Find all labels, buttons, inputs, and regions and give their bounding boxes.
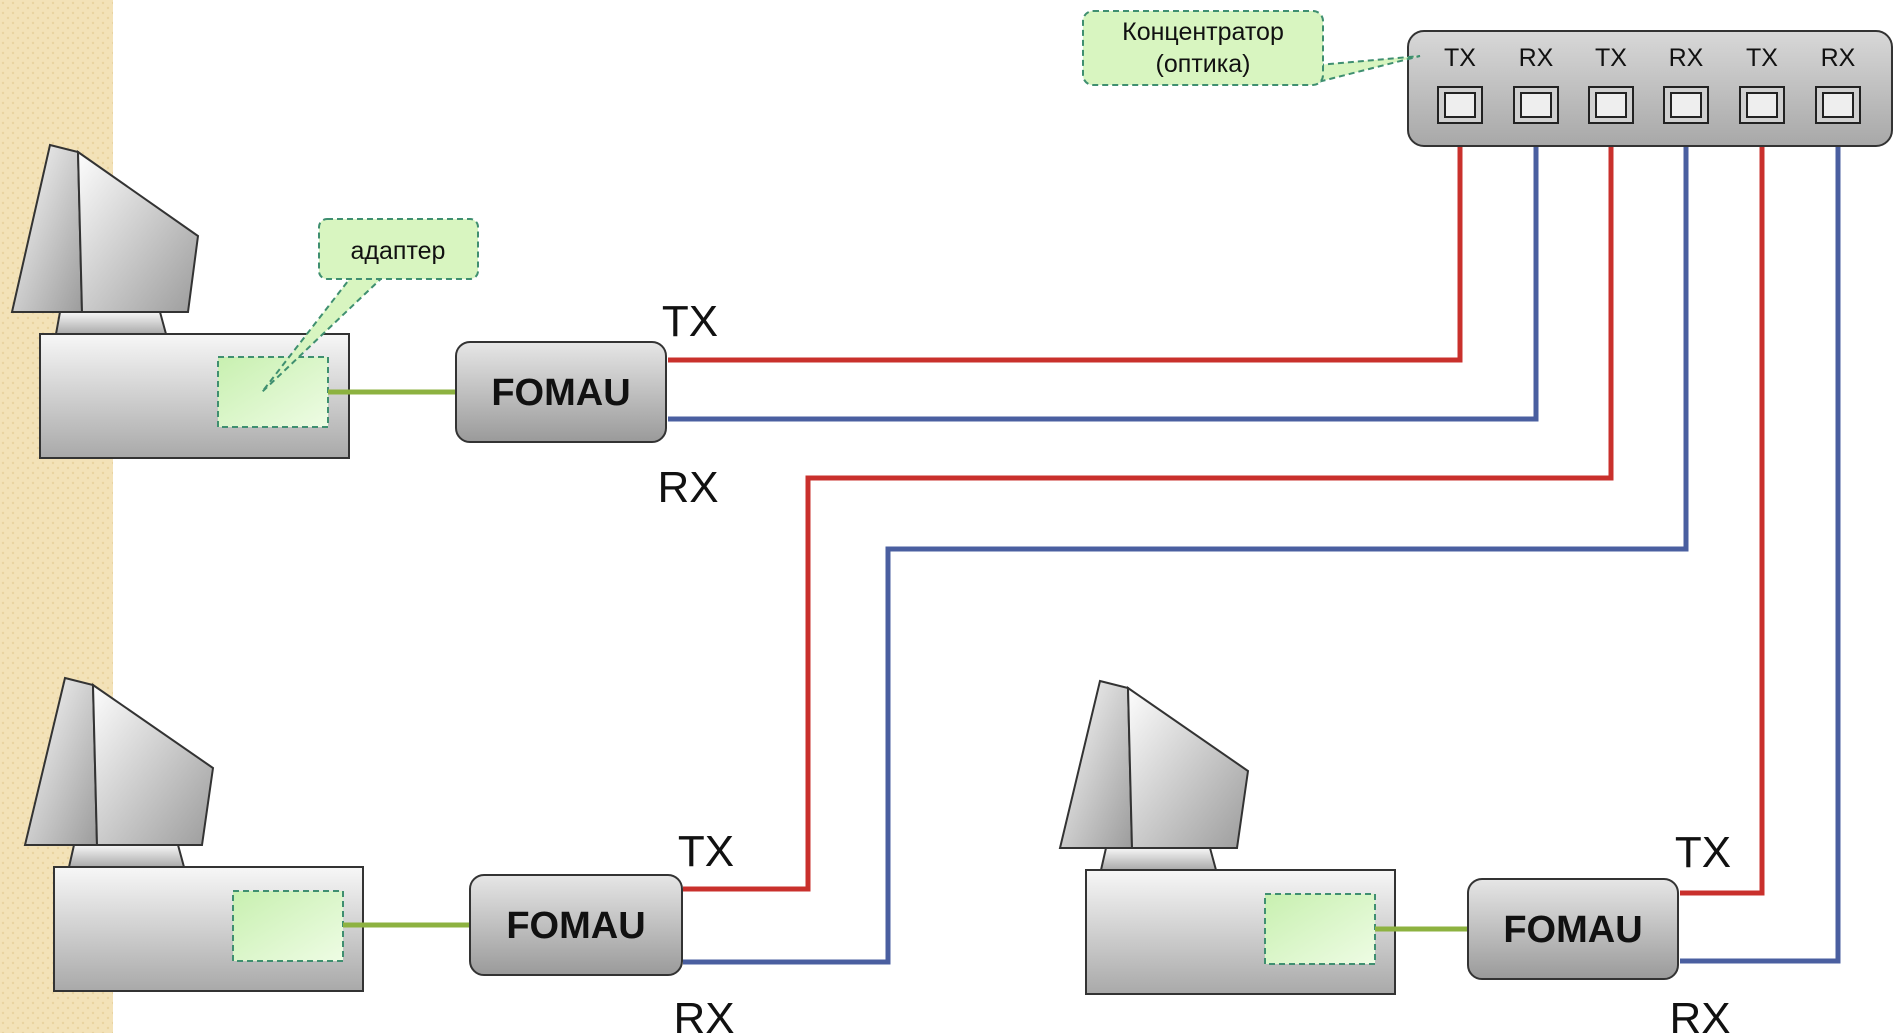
fomau-box[interactable] [455, 341, 667, 443]
hub-callout-line-2: (оптика) [1156, 50, 1251, 78]
network-adapter [232, 890, 344, 962]
hub-port[interactable] [1437, 86, 1483, 124]
hub-callout: Концентратор (оптика) [1082, 10, 1421, 86]
hub-port[interactable] [1739, 86, 1785, 124]
rx-cable-1 [668, 121, 1539, 422]
hub-port-label: TX [1595, 44, 1627, 72]
rx-label: RX [1669, 994, 1730, 1033]
fomau-box[interactable] [1467, 878, 1679, 980]
tx-cable-2 [683, 121, 1614, 892]
tx-label: TX [662, 297, 718, 346]
fomau-label: FOMAU [491, 372, 630, 414]
tx-label: TX [1675, 828, 1731, 877]
fomau-box[interactable] [469, 874, 683, 976]
monitor-hood [76, 150, 200, 313]
workstation-3: FOMAU TX RX [1058, 679, 1731, 1033]
adapter-callout: адаптер [261, 218, 479, 393]
rx-cable-3 [1680, 121, 1841, 964]
tx-cable-1 [668, 121, 1463, 363]
hub-port-label: TX [1746, 44, 1778, 72]
network-adapter [217, 356, 329, 428]
optical-hub: TX RX TX RX TX RX [1407, 30, 1893, 147]
monitor-back [1058, 679, 1134, 849]
fomau-label: FOMAU [506, 905, 645, 947]
adapter-callout-text: адаптер [351, 237, 446, 265]
hub-port-label: RX [1821, 44, 1856, 72]
hub-port[interactable] [1513, 86, 1559, 124]
hub-port-label: TX [1444, 44, 1476, 72]
rx-label: RX [673, 994, 734, 1033]
workstation-2: FOMAU TX RX [23, 676, 735, 1033]
monitor-hood [1126, 686, 1250, 849]
rx-cable-2 [683, 121, 1689, 965]
hub-port[interactable] [1663, 86, 1709, 124]
tx-label: TX [678, 827, 734, 876]
monitor-stand [67, 844, 186, 868]
hub-port[interactable] [1815, 86, 1861, 124]
rx-label: RX [657, 463, 718, 512]
hub-port-label: RX [1669, 44, 1704, 72]
hub-port[interactable] [1588, 86, 1634, 124]
monitor-stand [54, 311, 168, 335]
monitor-hood [91, 683, 215, 846]
network-adapter [1264, 893, 1376, 965]
tx-cable-3 [1680, 121, 1765, 896]
hub-port-label: RX [1519, 44, 1554, 72]
fomau-label: FOMAU [1503, 909, 1642, 951]
workstation-1: FOMAU TX RX [10, 143, 719, 512]
hub-callout-line-1: Концентратор [1122, 18, 1284, 46]
cables [668, 121, 1841, 965]
monitor-stand [1099, 847, 1218, 871]
